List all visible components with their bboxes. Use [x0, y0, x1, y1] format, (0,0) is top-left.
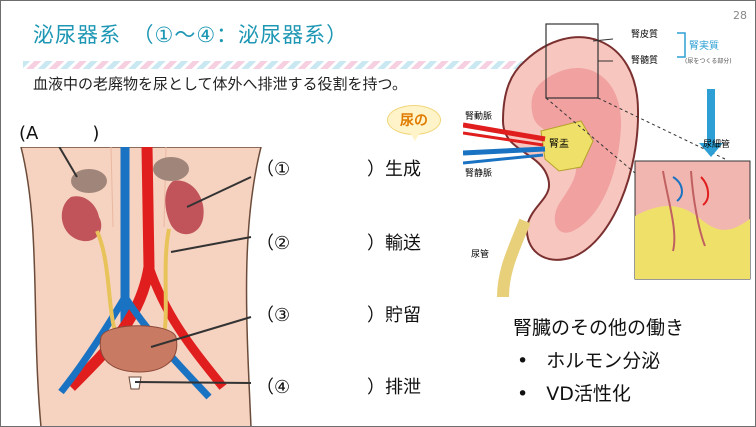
blank-1: （① [256, 159, 291, 180]
label-medulla: 腎髄質 [631, 54, 658, 66]
other-function-item: ホルモン分泌 [513, 346, 684, 373]
kidney-section-illustration: 腎皮質 腎髄質 腎実質 (尿をつくる部分) 腎動脈 腎静脈 腎盂 尿管 尿細管 [463, 23, 751, 297]
label-parenchyma: 腎実質 [689, 39, 719, 52]
blank-2: （② [256, 233, 291, 254]
other-function-item: VD活性化 [513, 379, 684, 406]
label-tubule: 尿細管 [703, 138, 730, 150]
lead-text: 血液中の老廃物を尿として体外へ排泄する役割を持つ。 [33, 75, 407, 93]
label-cortex: 腎皮質 [631, 28, 658, 40]
blank-3: （③ [256, 305, 291, 326]
role-3: ）貯留 [367, 305, 421, 326]
role-2: ）輸送 [367, 233, 421, 254]
label-renal-pelvis: 腎盂 [549, 138, 569, 150]
role-4: ）排泄 [367, 377, 421, 398]
label-parenchyma-note: (尿をつくる部分) [685, 57, 732, 65]
decorative-stripe [23, 61, 533, 69]
page-title: 泌尿器系 （①〜④：泌尿器系） [33, 23, 349, 47]
urine-badge: 尿の [387, 105, 441, 141]
label-renal-vein: 腎静脈 [465, 167, 492, 179]
label-ureter: 尿管 [471, 248, 489, 260]
urine-badge-label: 尿の [400, 113, 428, 129]
page-number: 28 [733, 9, 747, 22]
other-functions: 腎臓のその他の働き ホルモン分泌 VD活性化 [513, 313, 684, 406]
answer-a-label: (A ) [19, 123, 100, 144]
other-functions-heading: 腎臓のその他の働き [513, 317, 685, 339]
blank-4: （④ [256, 377, 291, 398]
urinary-system-illustration [20, 147, 262, 426]
label-renal-artery: 腎動脈 [465, 110, 492, 122]
role-1: ）生成 [367, 159, 421, 180]
